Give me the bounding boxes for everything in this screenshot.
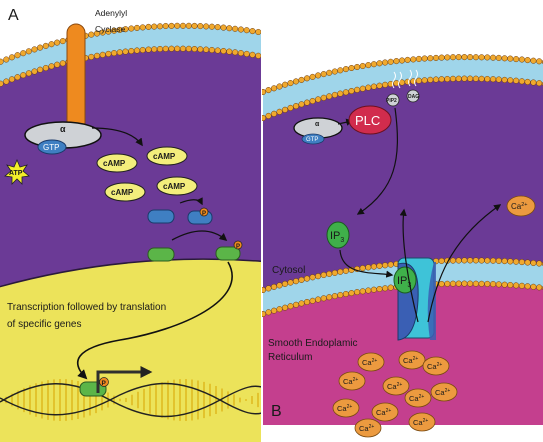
er-label-2: Reticulum [268, 352, 312, 363]
pip2-head [386, 93, 400, 107]
phosphate-2 [233, 240, 243, 250]
calcium-store: Ca2+Ca2+Ca2+Ca2+Ca2+Ca2+Ca2+Ca2+Ca2+Ca2+… [332, 350, 458, 438]
svg-text:Ca2+: Ca2+ [343, 377, 358, 386]
pka-regulatory-1 [147, 209, 175, 224]
ip3-molecule-bound: IP3 [393, 266, 417, 294]
calcium-ion-er: Ca2+ [398, 350, 426, 370]
svg-text:DAG: DAG [408, 94, 419, 100]
camp-molecule-3: cAMP [104, 182, 146, 202]
er-label-1: Smooth Endoplamic [268, 338, 358, 349]
svg-text:P: P [236, 244, 240, 250]
svg-text:Ca2+: Ca2+ [337, 404, 352, 413]
calcium-ion-er: Ca2+ [430, 382, 458, 402]
calcium-ion-er: Ca2+ [357, 352, 385, 372]
pip2-dag-tails [392, 69, 418, 89]
phosphate-1 [199, 207, 209, 217]
ip3-molecule-free: IP3 [326, 221, 350, 249]
transcription-label-2: of specific genes [7, 319, 82, 330]
svg-text:P: P [102, 380, 107, 387]
panel-a-letter: A [8, 7, 19, 24]
svg-text:Ca2+: Ca2+ [435, 388, 450, 397]
svg-text:IP3: IP3 [330, 230, 344, 244]
plc-enzyme [348, 105, 392, 135]
svg-text:P: P [202, 211, 206, 217]
svg-text:Ca2+: Ca2+ [376, 408, 391, 417]
camp-molecule-1: cAMP [96, 153, 138, 173]
svg-text:Ca2+: Ca2+ [359, 424, 374, 433]
svg-text:Ca2+: Ca2+ [511, 202, 528, 211]
camp-molecule-4: cAMP [156, 176, 198, 196]
pka-catalytic-1 [147, 247, 175, 262]
calcium-ion-er: Ca2+ [382, 376, 410, 396]
calcium-ion-er: Ca2+ [332, 398, 360, 418]
dag-head [406, 89, 420, 103]
svg-text:Ca2+: Ca2+ [403, 356, 418, 365]
gtp-a-label: GTP [43, 143, 59, 152]
panel-b-lipid-heads [262, 54, 543, 122]
panel-a-lipid-heads [0, 22, 262, 87]
panel-a-membrane [0, 25, 262, 85]
atp-star [4, 158, 30, 185]
adenylyl-label-1: Adenylyl [95, 8, 127, 18]
g-alpha-label-b: α [315, 121, 320, 128]
calcium-ion-er: Ca2+ [404, 388, 432, 408]
g-alpha-label: α [60, 124, 66, 134]
calcium-ion-er: Ca2+ [338, 371, 366, 391]
svg-text:Ca2+: Ca2+ [409, 394, 424, 403]
gtp-b [301, 133, 325, 145]
svg-text:cAMP: cAMP [153, 152, 176, 161]
atp-label: ATP [9, 170, 23, 177]
calcium-ion-er: Ca2+ [371, 402, 399, 422]
svg-text:Ca2+: Ca2+ [427, 362, 442, 371]
adenylyl-cyclase [66, 23, 86, 137]
svg-text:cAMP: cAMP [111, 188, 134, 197]
gtp-b-label: GTP [306, 137, 318, 143]
transcription-label-1: Transcription followed by translation [7, 302, 166, 313]
panel-b-letter: B [271, 403, 282, 420]
calcium-ion-er: Ca2+ [422, 356, 450, 376]
calcium-ion-er: Ca2+ [408, 412, 436, 432]
svg-text:Ca2+: Ca2+ [387, 382, 402, 391]
pka-catalytic-2 [215, 246, 241, 261]
svg-text:cAMP: cAMP [103, 159, 126, 168]
adenylyl-label-2: Cyclase [95, 24, 126, 34]
camp-molecule-2: cAMP [146, 146, 188, 166]
cytosol-label: Cytosol [272, 265, 305, 276]
gtp-a [37, 139, 67, 155]
svg-text:Ca2+: Ca2+ [362, 358, 377, 367]
calcium-ion-er: Ca2+ [354, 418, 382, 438]
calcium-ion-cytosol: Ca2+ [506, 195, 536, 217]
svg-text:Ca2+: Ca2+ [413, 418, 428, 427]
svg-text:PIP2: PIP2 [386, 98, 397, 104]
panel-b: PIP2 DAG α GTP PLC IP3 Cytosol IP3 [262, 0, 543, 442]
plc-label: PLC [355, 113, 380, 128]
svg-text:cAMP: cAMP [163, 182, 186, 191]
panel-a: Adenylyl Cyclase A α GTP ATP cAMP cAMP c… [0, 7, 262, 442]
